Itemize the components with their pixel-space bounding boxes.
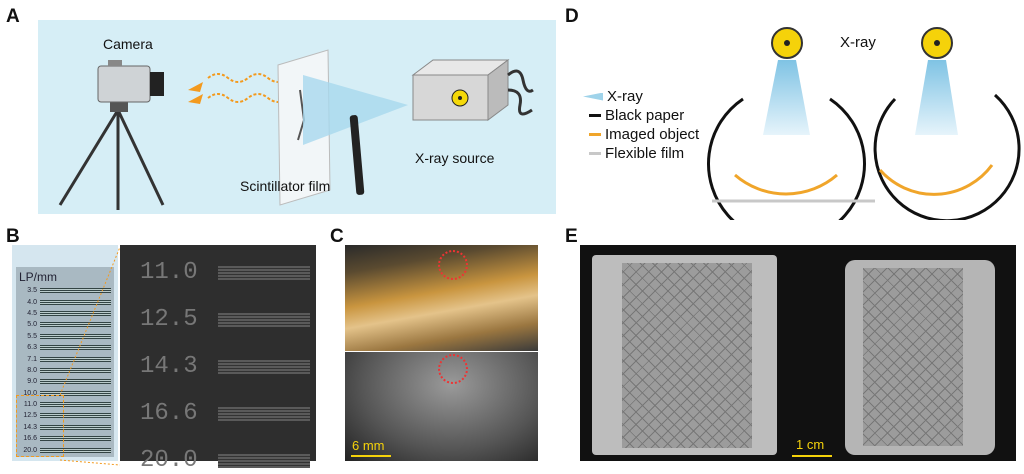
camera-icon	[97, 60, 164, 103]
ruler-unit: LP/mm	[19, 270, 58, 284]
resolution-value: 11.0	[140, 259, 198, 286]
camera-label: Camera	[103, 36, 153, 52]
ruler-value: 10.0	[23, 389, 37, 397]
black-paper-curve-2	[873, 93, 1021, 220]
ruler-value: 4.5	[27, 309, 37, 317]
ruler-row: 3.5	[19, 285, 111, 296]
resolution-value: 14.3	[140, 353, 198, 380]
black-paper-curve-1	[707, 97, 866, 220]
radiation-source-icon	[771, 27, 953, 59]
legend-xray: X-ray	[607, 88, 643, 105]
pen-icon	[349, 115, 365, 195]
flexible-film-xray-image: 1 cm	[580, 245, 1016, 461]
flat-film-image	[592, 255, 777, 455]
ruler-value: 4.0	[27, 298, 37, 306]
ruler-row: 4.5	[19, 308, 111, 319]
ruler-value: 5.0	[27, 321, 37, 329]
resolution-row: 20.0	[140, 447, 310, 474]
xray-swatch-icon	[583, 92, 603, 101]
beam-1	[763, 60, 810, 135]
panel-label-a: A	[6, 6, 20, 27]
setup-illustration	[58, 49, 534, 210]
xray-title: X-ray	[840, 34, 876, 51]
highlight-circle-1	[438, 250, 468, 280]
ruler-row: 4.0	[19, 296, 111, 307]
curvature-diagram	[707, 27, 1021, 220]
legend: X-ray Black paper Imaged object Flexible…	[583, 87, 699, 163]
ruler-value: 6.3	[27, 344, 37, 352]
resolution-row: 16.6	[140, 400, 310, 427]
resolution-row: 11.0	[140, 259, 310, 286]
ruler-value: 9.0	[27, 378, 37, 386]
tripod-icon	[58, 102, 165, 210]
ruler-value: 20.0	[23, 446, 37, 454]
ruler-value: 7.1	[27, 355, 37, 363]
resolution-row: 12.5	[140, 306, 310, 333]
legend-black-paper: Black paper	[605, 107, 685, 124]
legend-flexible-film: Flexible film	[605, 145, 685, 162]
curved-film-image	[845, 260, 995, 455]
ruler-row: 9.0	[19, 376, 111, 387]
object-curve-2	[878, 164, 994, 196]
highlight-circle-2	[438, 354, 468, 384]
resolution-row: 14.3	[140, 353, 310, 380]
xray-beam-icon	[303, 75, 408, 145]
panel-label-d: D	[565, 6, 579, 27]
ruler-row: 5.0	[19, 319, 111, 330]
ruler-row: 5.5	[19, 331, 111, 342]
source-label: X-ray source	[415, 150, 495, 166]
ruler-row: 16.6	[19, 433, 111, 444]
legend-imaged-object: Imaged object	[605, 126, 700, 143]
black-paper-swatch	[589, 114, 601, 117]
ruler-value: 16.6	[23, 435, 37, 443]
imaged-object-swatch	[589, 133, 601, 136]
ruler-row: 7.1	[19, 353, 111, 364]
xray-source-icon	[411, 59, 534, 121]
scale-bar-c	[351, 455, 391, 457]
ruler-value: 11.0	[23, 401, 37, 409]
ruler-photo: LP/mm 3.5 4.0 4.5 5.0 5.5 6.3 7.1 8.0 9.0 10.0 11.…	[12, 245, 118, 461]
panel-label-e: E	[565, 226, 578, 247]
panel-label-c: C	[330, 226, 344, 247]
ruler-row: 8.0	[19, 365, 111, 376]
resolution-ruler: LP/mm 3.5 4.0 4.5 5.0 5.5 6.3 7.1 8.0 9.0 10.0 11.…	[16, 267, 114, 457]
ruler-row: 11.0	[19, 399, 111, 410]
scale-label-e: 1 cm	[796, 437, 825, 452]
resolution-value: 12.5	[140, 306, 198, 333]
zoom-region-box	[16, 395, 64, 457]
panel-label-b: B	[6, 226, 20, 247]
flexible-film-swatch	[589, 152, 601, 155]
ruler-value: 3.5	[27, 287, 37, 295]
scale-label-c: 6 mm	[352, 438, 385, 453]
light-emission-icon	[188, 73, 289, 104]
ruler-row: 6.3	[19, 342, 111, 353]
beam-2	[915, 60, 958, 135]
ruler-row: 14.3	[19, 422, 111, 433]
film-label: Scintillator film	[240, 178, 331, 194]
ruler-value: 12.5	[23, 412, 37, 420]
ruler-value: 8.0	[27, 366, 37, 374]
ruler-value: 5.5	[27, 332, 37, 340]
ruler-row: 12.5	[19, 410, 111, 421]
resolution-value: 16.6	[140, 400, 198, 427]
resolution-value: 20.0	[140, 447, 198, 474]
object-curve-1	[734, 173, 838, 196]
xray-resolution-image: 11.0 12.5 14.3 16.6 20.0	[120, 245, 316, 474]
ruler-row: 10.0	[19, 388, 111, 399]
ruler-row: 20.0	[19, 444, 111, 455]
ruler-value: 14.3	[23, 423, 37, 431]
scale-bar-e	[792, 455, 832, 457]
